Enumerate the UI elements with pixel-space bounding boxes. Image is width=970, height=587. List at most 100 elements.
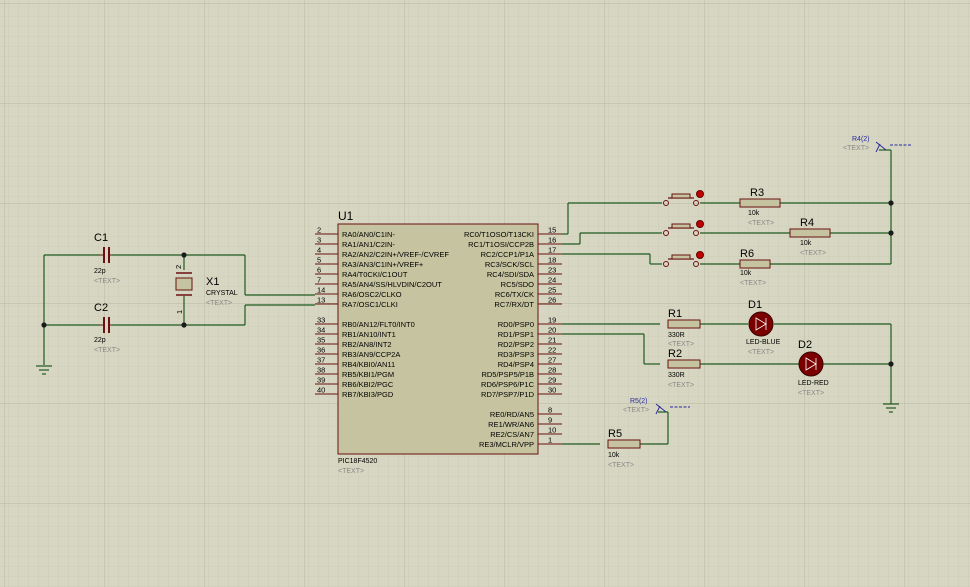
mcu-pin-name: RA5/AN4/SS/HLVDIN/C2OUT bbox=[342, 280, 442, 289]
power-terminal-r4[interactable] bbox=[875, 141, 912, 153]
mcu-pin-number: 3 bbox=[317, 236, 321, 245]
r4-2-ref: R4(2) bbox=[852, 136, 870, 143]
ground-symbol[interactable] bbox=[883, 403, 899, 413]
mcu-pin-name: RA7/OSC1/CLKI bbox=[342, 300, 398, 309]
mcu-pin-number: 27 bbox=[548, 356, 556, 365]
x1-value: CRYSTAL bbox=[206, 290, 238, 297]
mcu-pin-name: RA0/AN0/C1IN- bbox=[342, 230, 395, 239]
c1-ref: C1 bbox=[94, 232, 108, 244]
mcu-pin-number: 40 bbox=[317, 386, 325, 395]
mcu-pin-name: RD5/PSP5/P1B bbox=[481, 370, 534, 379]
mcu-pin-name: RB6/KBI2/PGC bbox=[342, 380, 394, 389]
d2-value: LED-RED bbox=[798, 380, 829, 387]
mcu-pin-name: RC5/SDO bbox=[501, 280, 535, 289]
ground-symbol[interactable] bbox=[36, 365, 52, 375]
r3-value: 10k bbox=[748, 210, 760, 217]
mcu-pin-number: 39 bbox=[317, 376, 325, 385]
x1-text: <TEXT> bbox=[206, 300, 232, 307]
mcu-pin-number: 24 bbox=[548, 276, 556, 285]
mcu-pin-number: 4 bbox=[317, 246, 321, 255]
mcu-pin-name: RA6/OSC2/CLKO bbox=[342, 290, 402, 299]
capacitor-c2[interactable] bbox=[100, 317, 112, 333]
mcu-pin-name: RB4/KBI0/AN11 bbox=[342, 360, 395, 369]
mcu-pin-number: 15 bbox=[548, 226, 556, 235]
button-middle[interactable] bbox=[663, 220, 704, 236]
r5-ref: R5 bbox=[608, 428, 622, 440]
c2-text: <TEXT> bbox=[94, 347, 120, 354]
r6-value: 10k bbox=[740, 270, 752, 277]
mcu-pin-number: 22 bbox=[548, 346, 556, 355]
junction-dot bbox=[181, 322, 187, 328]
button-wires bbox=[562, 149, 892, 265]
d2-text: <TEXT> bbox=[798, 390, 824, 397]
mcu-pin-name: RC7/RX/DT bbox=[494, 300, 534, 309]
junction-dot bbox=[41, 322, 47, 328]
mcu-pin-number: 13 bbox=[317, 296, 325, 305]
r4-ref: R4 bbox=[800, 217, 814, 229]
mcu-pin-number: 23 bbox=[548, 266, 556, 275]
mcu-pin-name: RC1/T1OSI/CCP2B bbox=[468, 240, 534, 249]
d1-ref: D1 bbox=[748, 299, 762, 311]
mcu-pin-name: RB3/AN9/CCP2A bbox=[342, 350, 400, 359]
mcu-pin-number: 33 bbox=[317, 316, 325, 325]
mcu-pin-number: 10 bbox=[548, 426, 556, 435]
d1-value: LED-BLUE bbox=[746, 339, 781, 346]
mcu-pin-name: RE1/WR/AN6 bbox=[488, 420, 534, 429]
mcu-pin-number: 37 bbox=[317, 356, 325, 365]
button-bottom[interactable] bbox=[663, 251, 704, 267]
r5-2-text: <TEXT> bbox=[623, 407, 649, 414]
mcu-pin-number: 28 bbox=[548, 366, 556, 375]
capacitor-c1[interactable] bbox=[100, 247, 112, 263]
mcu-pin-number: 20 bbox=[548, 326, 556, 335]
resistor-r5[interactable] bbox=[607, 439, 641, 449]
mcu-pin-number: 18 bbox=[548, 256, 556, 265]
mcu-pin-number: 25 bbox=[548, 286, 556, 295]
mcu-pin-number: 8 bbox=[548, 406, 552, 415]
mcu-pin-name: RC6/TX/CK bbox=[495, 290, 534, 299]
resistor-r4[interactable] bbox=[789, 228, 831, 238]
d1-text: <TEXT> bbox=[748, 349, 774, 356]
r5-value: 10k bbox=[608, 452, 620, 459]
resistor-r3[interactable] bbox=[739, 198, 781, 208]
button-top[interactable] bbox=[663, 190, 704, 206]
r2-text: <TEXT> bbox=[668, 382, 694, 389]
crystal-x1[interactable] bbox=[175, 272, 193, 296]
mcu-pin-number: 38 bbox=[317, 366, 325, 375]
mcu-text: <TEXT> bbox=[338, 468, 364, 475]
led-wires bbox=[562, 323, 892, 404]
led-d1[interactable] bbox=[748, 311, 774, 337]
mcu-pin-name: RA4/T0CKI/C1OUT bbox=[342, 270, 408, 279]
r3-text: <TEXT> bbox=[748, 220, 774, 227]
mcu-pin-name: RE3/MCLR/VPP bbox=[479, 440, 534, 449]
r6-text: <TEXT> bbox=[740, 280, 766, 287]
mcu-pin-number: 2 bbox=[317, 226, 321, 235]
r4-text: <TEXT> bbox=[800, 250, 826, 257]
c1-value: 22p bbox=[94, 268, 106, 275]
led-d2[interactable] bbox=[798, 351, 824, 377]
mcu-pin-name: RC2/CCP1/P1A bbox=[481, 250, 534, 259]
mcu-pin-name: RD1/PSP1 bbox=[498, 330, 534, 339]
buttons-layer bbox=[663, 190, 704, 267]
resistor-r2[interactable] bbox=[667, 359, 701, 369]
x1-ref: X1 bbox=[206, 276, 219, 288]
resistor-r1[interactable] bbox=[667, 319, 701, 329]
mcu-pin-name: RD0/PSP0 bbox=[498, 320, 534, 329]
power-terminal-r5[interactable] bbox=[655, 403, 690, 415]
mcu-pin-number: 19 bbox=[548, 316, 556, 325]
mcu-pin-number: 16 bbox=[548, 236, 556, 245]
mcu-right-pins: 15RC0/T1OSO/T13CKI16RC1/T1OSI/CCP2B17RC2… bbox=[464, 226, 562, 449]
resistor-r6[interactable] bbox=[739, 259, 771, 269]
mcu-pin-name: RC0/T1OSO/T13CKI bbox=[464, 230, 534, 239]
mcu-pin-number: 7 bbox=[317, 276, 321, 285]
mcu-pin-number: 5 bbox=[317, 256, 321, 265]
r3-ref: R3 bbox=[750, 187, 764, 199]
mcu-pin-number: 9 bbox=[548, 416, 552, 425]
mcu-part: PIC18F4520 bbox=[338, 458, 377, 465]
mcu-pin-number: 29 bbox=[548, 376, 556, 385]
mcu-pin-name: RA3/AN3/C1IN+/VREF+ bbox=[342, 260, 424, 269]
d2-ref: D2 bbox=[798, 339, 812, 351]
mcu-pin-number: 14 bbox=[317, 286, 325, 295]
mcu-pin-number: 35 bbox=[317, 336, 325, 345]
